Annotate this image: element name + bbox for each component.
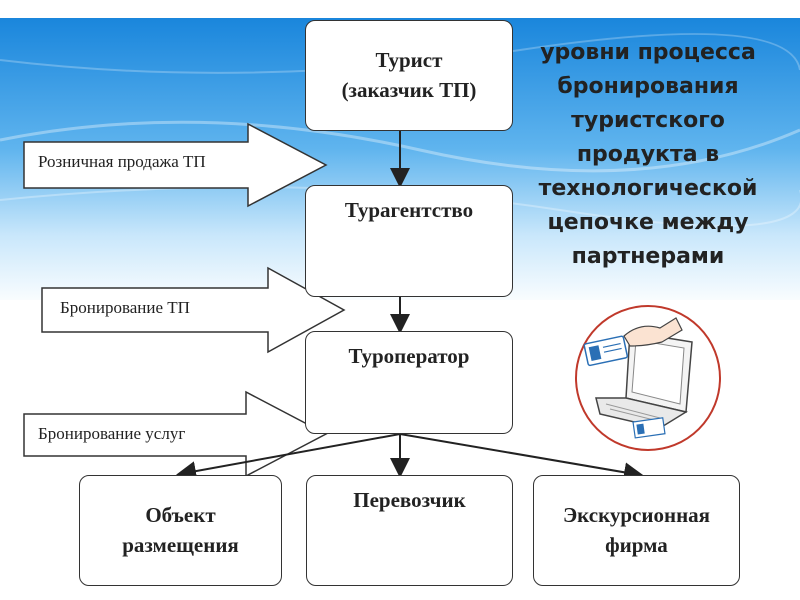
excursion-firm-box: Экскурсионная фирма [533,475,740,586]
tour-operator-box: Туроператор [305,331,513,434]
tourist-label: Турист (заказчик ТП) [341,48,477,102]
diagram-title: уровни процесса бронирования туристского… [538,40,758,269]
accommodation-box: Объект размещения [79,475,282,586]
carrier-label: Перевозчик [353,488,466,512]
booking-services-label: Бронирование услуг [38,424,186,443]
travel-agency-box: Турагентство [305,185,513,297]
operator-to-accommodation-line [176,433,401,481]
retail-sale-label: Розничная продажа ТП [38,152,206,171]
booking-tp-label: Бронирование ТП [60,298,190,317]
tour-operator-label: Туроператор [348,344,470,368]
booking-tp-arrow [41,266,346,354]
carrier-box: Перевозчик [306,475,513,586]
excursion-firm-label: Экскурсионная фирма [562,503,711,557]
retail-sale-arrow [23,122,328,208]
operator-to-excursion-line [399,433,644,483]
tourist-box: Турист (заказчик ТП) [305,20,513,131]
travel-agency-label: Турагентство [344,198,474,222]
accommodation-label: Объект размещения [122,503,239,557]
